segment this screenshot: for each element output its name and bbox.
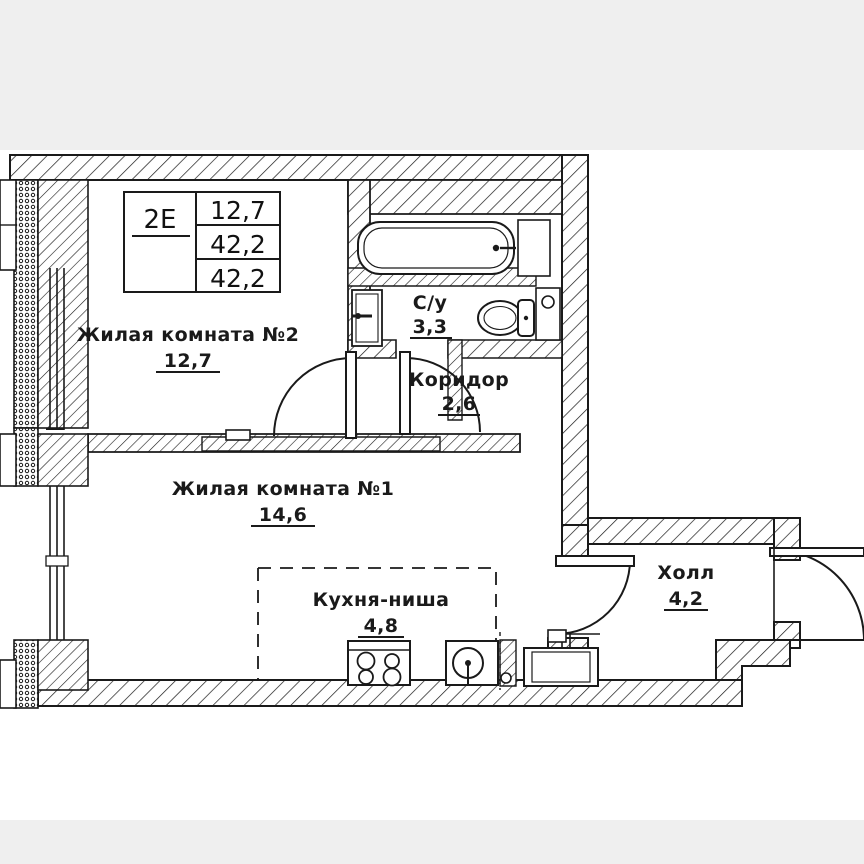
kitchen-fixtures (257, 567, 600, 690)
refrigerator-icon (523, 633, 600, 687)
room-area-kitchen-niche: 4,8 (364, 615, 399, 637)
wall-corridor-right-jamb (447, 339, 463, 421)
stove-icon (347, 640, 411, 687)
doors-group (225, 351, 864, 643)
bathtub-inner (363, 227, 509, 269)
door-swing-living-room-2[interactable] (225, 351, 357, 441)
room-area-living-room-2: 12,7 (164, 350, 212, 372)
room-label-corridor: Коридор (409, 369, 509, 391)
wall-hall-left-upper-jamb (561, 524, 589, 561)
wall-partition-rooms-inner (201, 436, 441, 452)
stamp-area-with-coef: 42,2 (210, 264, 266, 293)
toilet-icon (477, 299, 535, 337)
stamp-type-label: 2Е (144, 205, 177, 235)
facade-insulation-lower (13, 639, 39, 709)
room-labels-group: Жилая комната №2 12,7 С/у 3,3 Коридор 2,… (77, 292, 714, 638)
wall-top-exterior (9, 154, 563, 181)
window-sill-upper (46, 428, 64, 430)
wall-hall-top (587, 517, 801, 545)
stamp-living-area: 12,7 (210, 196, 266, 225)
facade-structure-upper (37, 179, 89, 429)
room-label-kitchen-niche: Кухня-ниша (313, 589, 450, 611)
washbasin-icon (535, 287, 561, 341)
kitchen-knob-icon (500, 672, 512, 684)
sheet-bottom-margin (0, 820, 864, 864)
facade-loggia-mid (0, 433, 17, 487)
bathtub-drain-icon (492, 244, 500, 252)
window-mullion-room1 (45, 555, 69, 567)
stamp-total-area: 42,2 (210, 230, 266, 259)
door-swing-corridor[interactable] (399, 351, 481, 435)
facade-insulation-mid (13, 427, 39, 487)
room-label-living-room-2: Жилая комната №2 (77, 324, 299, 346)
room-label-living-room-1: Жилая комната №1 (172, 478, 394, 500)
room-area-hall: 4,2 (669, 588, 704, 610)
room-label-bathroom: С/у (413, 292, 448, 314)
kitchen-sink-icon (445, 640, 499, 686)
window-glazing-room2 (49, 268, 65, 430)
bathroom-door-icon (351, 289, 383, 347)
bathroom-fixtures (351, 219, 561, 347)
wall-bathroom-top (347, 179, 563, 215)
wall-right-upper (561, 154, 589, 526)
facade-loggia-bottom (0, 659, 17, 709)
facade-structure-mid (37, 433, 89, 487)
facade-insulation-upper (13, 179, 39, 429)
stamp-block: 2Е 12,7 42,2 42,2 (123, 191, 281, 293)
kitchen-niche-outline (258, 567, 497, 648)
left-facade-group (0, 179, 89, 709)
room-area-living-room-1: 14,6 (259, 504, 307, 526)
walls-group (9, 154, 801, 707)
room-area-corridor: 2,6 (442, 393, 477, 415)
facade-structure-lower (37, 639, 89, 691)
wall-bathroom-bottom-right (447, 339, 563, 359)
stamp-outer-frame (123, 191, 281, 293)
door-swing-entrance[interactable] (769, 547, 864, 641)
room-label-hall: Холл (657, 562, 714, 584)
door-swing-hall[interactable] (547, 555, 635, 643)
room-area-bathroom: 3,3 (413, 316, 448, 338)
bathroom-cabinet (517, 219, 551, 277)
